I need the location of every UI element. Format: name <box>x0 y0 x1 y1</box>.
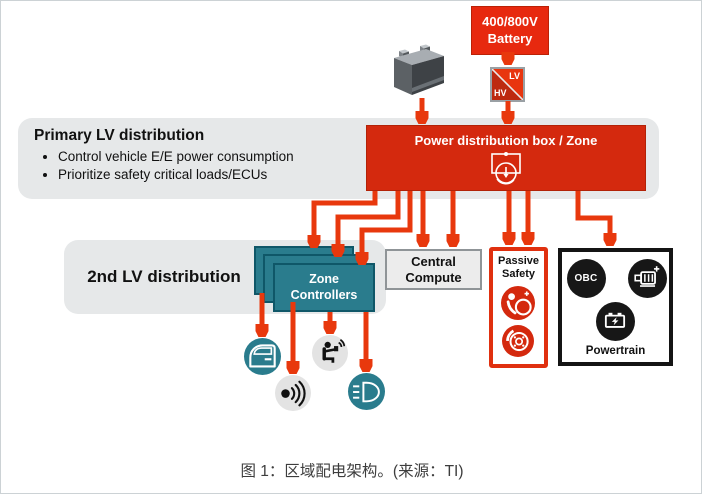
battery-charge-glyph <box>604 312 626 328</box>
power-distribution-box: Power distribution box / Zone <box>366 125 646 191</box>
airbag-glyph <box>506 291 532 316</box>
powertrain-label: Powertrain <box>585 345 646 357</box>
central-compute-box: Central Compute <box>385 249 482 290</box>
hv-battery-line2: Battery <box>487 30 533 46</box>
headlight-icon <box>347 372 385 410</box>
ultrasonic-sound-icon <box>275 375 311 411</box>
bullet-item: Prioritize safety critical loads/ECUs <box>58 166 294 184</box>
sound-waves-glyph <box>281 380 306 407</box>
hv-label: HV <box>494 88 507 98</box>
power-distribution-box-title: Power distribution box / Zone <box>414 133 598 148</box>
car-door-icon <box>243 337 281 375</box>
driver-controls-glyph <box>322 339 345 363</box>
powertrain-box: OBC Powertrain <box>558 248 673 366</box>
brake-disc-icon <box>502 325 534 357</box>
car-door-glyph <box>248 343 276 368</box>
bullet-item: Control vehicle E/E power consumption <box>58 148 294 166</box>
brake-disc-glyph <box>505 329 529 351</box>
obc-label: OBC <box>574 272 598 284</box>
efuse-icon <box>491 152 521 185</box>
primary-bullet-list: Control vehicle E/E power consumption Pr… <box>42 148 294 184</box>
driver-controls-icon <box>312 335 348 371</box>
lv-label: LV <box>509 71 520 81</box>
passive-safety-box: Passive Safety <box>489 247 548 368</box>
headlight-glyph <box>352 381 380 402</box>
zone-controllers-box: Zone Controllers <box>273 263 375 312</box>
battery-charge-icon <box>595 301 635 341</box>
central-compute-label: Central Compute <box>405 253 462 285</box>
hv-lv-converter-graphic <box>492 69 523 100</box>
secondary-panel-title: 2nd LV distribution <box>87 267 241 286</box>
airbag-icon <box>501 286 535 320</box>
motor-glyph <box>634 266 660 287</box>
primary-panel-title: Primary LV distribution <box>34 127 205 144</box>
obc-badge: OBC <box>566 258 606 298</box>
hv-battery-box: 400/800V Battery <box>471 6 549 55</box>
hv-lv-converter: LV HV <box>490 67 525 102</box>
battery-12v-image <box>394 44 444 95</box>
figure-caption: 图 1：区域配电架构。(来源：TI) <box>240 463 464 480</box>
passive-safety-label: Passive Safety <box>498 255 539 281</box>
motor-icon <box>627 258 667 298</box>
hv-battery-line1: 400/800V <box>482 14 538 30</box>
zone-controllers-label: Zone Controllers <box>290 271 358 302</box>
